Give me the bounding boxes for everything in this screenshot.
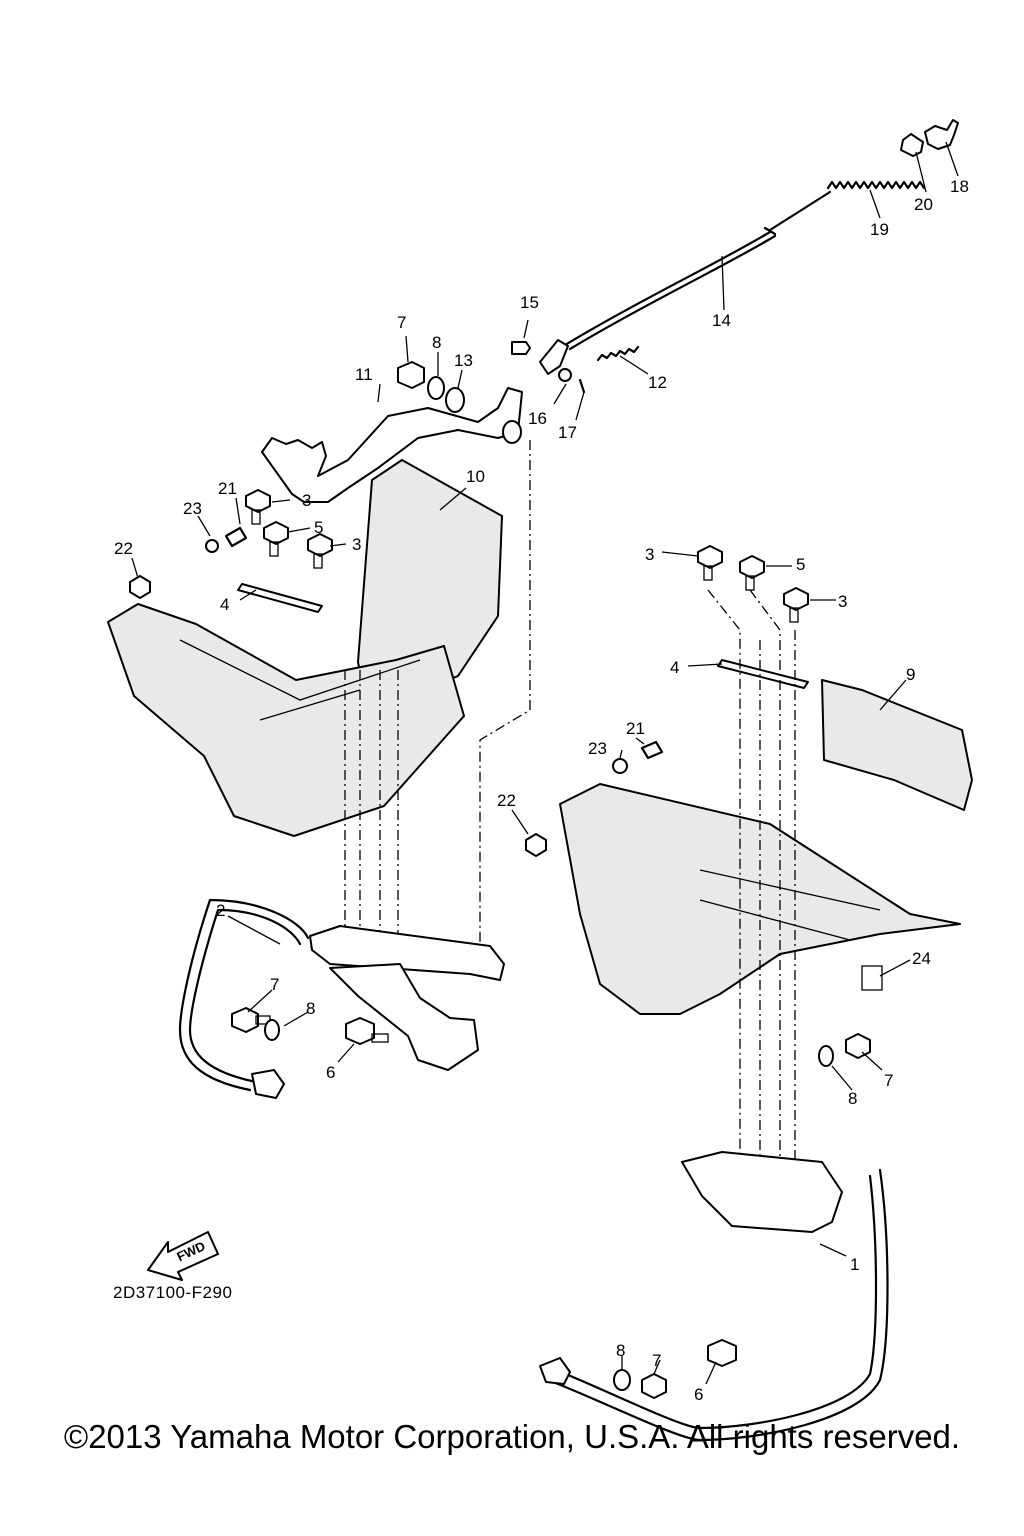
callout-16: 16 bbox=[528, 409, 547, 428]
callout-numbers: 18 20 19 14 15 12 16 17 7 8 13 11 10 21 … bbox=[114, 177, 969, 1404]
callout-8-bottom: 8 bbox=[616, 1341, 625, 1360]
left-footrest-group bbox=[107, 361, 531, 1099]
washer-16-part bbox=[558, 368, 572, 382]
callout-21-left: 21 bbox=[218, 479, 237, 498]
leader-lines bbox=[131, 141, 959, 1385]
right-footrest-guard-part bbox=[821, 679, 973, 811]
callout-14: 14 bbox=[712, 311, 731, 330]
callout-4-left: 4 bbox=[220, 595, 229, 614]
copyright-notice: ©2013 Yamaha Motor Corporation, U.S.A. A… bbox=[63, 1418, 961, 1455]
callout-13: 13 bbox=[454, 351, 473, 370]
callout-3-right-b: 3 bbox=[838, 592, 847, 611]
left-footrest-tray-part bbox=[107, 603, 465, 837]
callout-18: 18 bbox=[950, 177, 969, 196]
callout-3-left-a: 3 bbox=[302, 491, 311, 510]
callout-24: 24 bbox=[912, 949, 931, 968]
callout-20: 20 bbox=[914, 195, 933, 214]
callout-7-right: 7 bbox=[884, 1071, 893, 1090]
cotter-pin-part bbox=[578, 378, 586, 394]
callout-15: 15 bbox=[520, 293, 539, 312]
washer-8-top-part bbox=[427, 376, 445, 400]
brake-pedal-part bbox=[261, 387, 523, 503]
right-footrest-frame-part bbox=[546, 1168, 889, 1442]
callout-2: 2 bbox=[216, 901, 225, 920]
callout-22-left: 22 bbox=[114, 539, 133, 558]
callout-5-right: 5 bbox=[796, 555, 805, 574]
callout-23-right: 23 bbox=[588, 739, 607, 758]
right-footrest-group bbox=[525, 545, 973, 1442]
callout-4-right: 4 bbox=[670, 658, 679, 677]
callout-1: 1 bbox=[850, 1255, 859, 1274]
callout-7-bottom: 7 bbox=[652, 1351, 661, 1370]
brake-cable-assembly bbox=[511, 119, 959, 394]
collar-13-part bbox=[445, 387, 465, 413]
callout-6-bottom: 6 bbox=[694, 1385, 703, 1404]
left-footrest-frame-part bbox=[178, 898, 310, 1092]
callout-6-left: 6 bbox=[326, 1063, 335, 1082]
callout-7-top: 7 bbox=[397, 313, 406, 332]
callout-8-left: 8 bbox=[306, 999, 315, 1018]
callout-22-right: 22 bbox=[497, 791, 516, 810]
callout-3-right-a: 3 bbox=[645, 545, 654, 564]
callout-8-top: 8 bbox=[432, 333, 441, 352]
right-footrest-tray-part bbox=[559, 783, 961, 1015]
forward-arrow-icon: FWD bbox=[147, 1231, 219, 1281]
callout-11: 11 bbox=[355, 365, 373, 384]
plate-4-left-part bbox=[237, 583, 323, 613]
callout-5-left: 5 bbox=[314, 518, 323, 537]
callout-23-left: 23 bbox=[183, 499, 202, 518]
bolt-7-top-part bbox=[397, 361, 425, 389]
return-spring-part bbox=[826, 180, 926, 190]
callout-21-right: 21 bbox=[626, 719, 645, 738]
callout-17: 17 bbox=[558, 423, 577, 442]
callout-10: 10 bbox=[466, 467, 485, 486]
brake-spring-part bbox=[596, 345, 640, 362]
callout-9: 9 bbox=[906, 665, 915, 684]
brake-cable-part bbox=[563, 230, 772, 347]
wing-nut-part bbox=[924, 119, 959, 150]
callout-12: 12 bbox=[648, 373, 667, 392]
cable-bracket-part bbox=[539, 339, 569, 375]
joint-pin-part bbox=[900, 133, 924, 157]
label-24-part bbox=[861, 965, 883, 991]
callout-7-left: 7 bbox=[270, 975, 279, 994]
callout-3-left-b: 3 bbox=[352, 535, 361, 554]
clevis-pin-part bbox=[511, 341, 531, 355]
callout-8-right: 8 bbox=[848, 1089, 857, 1108]
diagram-code: 2D37100-F290 bbox=[113, 1283, 233, 1302]
callout-19: 19 bbox=[870, 220, 889, 239]
